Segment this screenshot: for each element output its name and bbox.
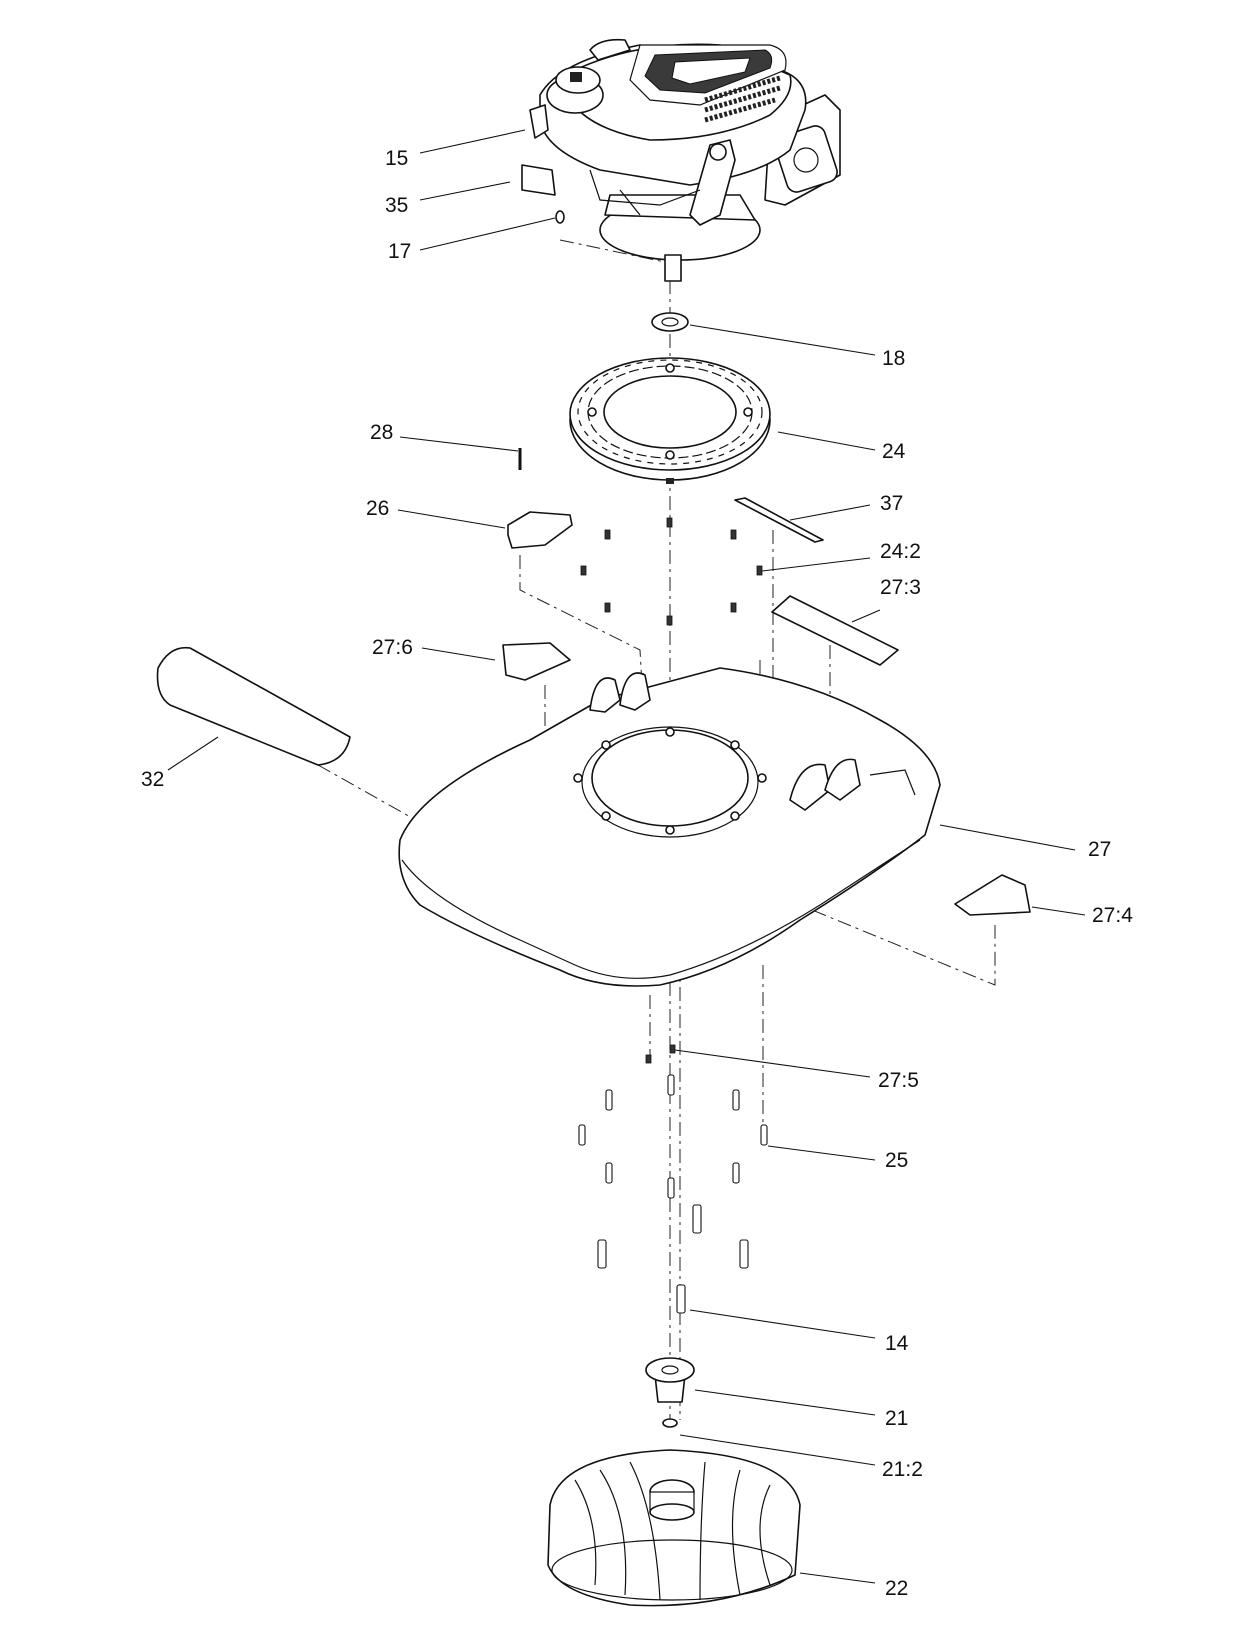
label-27-4: 27:4 bbox=[1092, 904, 1133, 927]
fan-part-22 bbox=[547, 1449, 801, 1607]
label-27-6: 27:6 bbox=[372, 636, 413, 659]
leader-lines bbox=[167, 129, 1086, 1584]
label-25: 25 bbox=[885, 1149, 908, 1172]
label-17: 17 bbox=[388, 240, 411, 263]
washer-part-18 bbox=[651, 312, 689, 332]
label-15: 15 bbox=[385, 147, 408, 170]
decal-part-27-6 bbox=[502, 642, 571, 681]
decal-part-32 bbox=[156, 646, 351, 766]
label-28: 28 bbox=[370, 421, 393, 444]
decal-part-35 bbox=[521, 164, 556, 196]
strip-part-37 bbox=[734, 497, 824, 543]
adapter-ring-part-24 bbox=[569, 357, 771, 484]
label-21-2: 21:2 bbox=[882, 1458, 923, 1481]
hub-part-21 bbox=[645, 1357, 695, 1403]
decal-part-27-3 bbox=[771, 595, 899, 666]
label-35: 35 bbox=[385, 194, 408, 217]
label-37: 37 bbox=[880, 492, 903, 515]
label-27-5: 27:5 bbox=[878, 1069, 919, 1092]
label-21: 21 bbox=[885, 1407, 908, 1430]
label-26: 26 bbox=[366, 497, 389, 520]
engine-part-15 bbox=[529, 38, 841, 282]
bolts-part-14 bbox=[597, 1204, 749, 1314]
label-24: 24 bbox=[882, 440, 906, 463]
nuts-part-27-5 bbox=[645, 1044, 676, 1064]
label-22: 22 bbox=[885, 1577, 908, 1600]
hood-part-27 bbox=[398, 667, 941, 987]
part-labels: 15 35 17 18 24 28 26 37 24:2 27:3 27:6 3… bbox=[141, 147, 1133, 1600]
label-18: 18 bbox=[882, 347, 905, 370]
decal-part-27-4 bbox=[954, 874, 1031, 916]
label-32: 32 bbox=[141, 768, 164, 791]
nuts-part-24-2 bbox=[580, 517, 763, 626]
screws-part-25 bbox=[578, 1074, 768, 1199]
label-27-3: 27:3 bbox=[880, 576, 921, 599]
label-27: 27 bbox=[1088, 838, 1111, 861]
label-24-2: 24:2 bbox=[880, 540, 921, 563]
bracket-part-26 bbox=[507, 511, 573, 549]
washer-part-21-2 bbox=[662, 1418, 678, 1428]
label-14: 14 bbox=[885, 1332, 909, 1355]
key-part-17 bbox=[555, 210, 565, 224]
